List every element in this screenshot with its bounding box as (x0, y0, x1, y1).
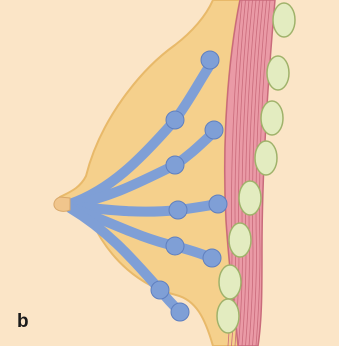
nipple (54, 197, 70, 211)
panel-label: b (17, 312, 29, 331)
rib-icon (255, 141, 277, 175)
lobule-icon (201, 51, 219, 69)
lobule-icon (205, 121, 223, 139)
lobule-icon (166, 237, 184, 255)
lobule-icon (151, 281, 169, 299)
lobule-icon (169, 201, 187, 219)
lobule-icon (209, 195, 227, 213)
rib-icon (239, 181, 261, 215)
lobule-icon (166, 156, 184, 174)
rib-icon (261, 101, 283, 135)
rib-icon (217, 299, 239, 333)
lobule-icon (171, 303, 189, 321)
rib-icon (219, 265, 241, 299)
lobule-icon (166, 111, 184, 129)
rib-icon (273, 3, 295, 37)
rib-icon (229, 223, 251, 257)
lobule-icon (203, 249, 221, 267)
rib-icon (267, 56, 289, 90)
